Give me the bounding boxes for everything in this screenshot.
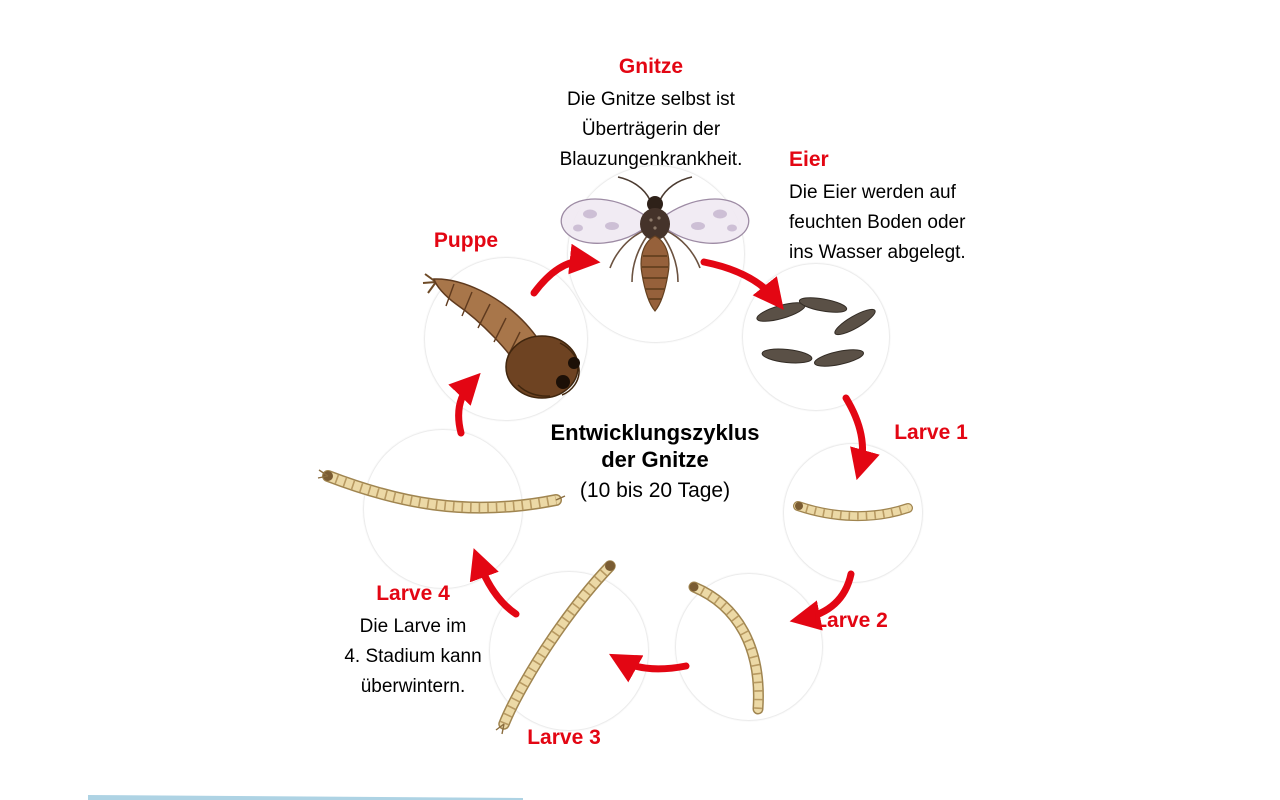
caption-line: ins Wasser abgelegt. (789, 242, 966, 263)
cycle-title: Entwicklungszyklus der Gnitze (10 bis 20… (505, 419, 805, 506)
pupa-icon (422, 273, 580, 399)
eggs-icon (756, 297, 876, 367)
eier-label: Eier (789, 148, 829, 171)
caption-line: feuchten Boden oder (789, 212, 966, 233)
caption-line: Die Larve im (359, 616, 467, 637)
larve2-label: Larve 2 (814, 609, 888, 632)
larva4-icon (317, 469, 566, 514)
cycle-title-line2: der Gnitze (601, 447, 709, 472)
puppe-label: Puppe (433, 229, 499, 252)
cycle-title-line1: Entwicklungszyklus (550, 420, 760, 445)
caption-line: Überträgerin der (581, 119, 721, 140)
larve1-label: Larve 1 (894, 421, 968, 444)
caption-line: Die Eier werden auf (789, 182, 956, 203)
larve3-label: Larve 3 (527, 726, 601, 749)
caption-line: Die Gnitze selbst ist (567, 89, 735, 110)
larve4-label: Larve 4 (376, 582, 450, 605)
bottom-edge-decoration (88, 795, 523, 800)
caption-line: 4. Stadium kann (344, 646, 482, 667)
larve4-caption: Larve 4 Die Larve im 4. Stadium kann übe… (303, 581, 523, 702)
larva2-icon (688, 581, 764, 715)
caption-line: Blauzungenkrankheit. (559, 149, 743, 170)
cycle-duration: (10 bis 20 Tage) (579, 479, 731, 502)
gnitze-label: Gnitze (618, 55, 684, 78)
gnitze-caption: Gnitze Die Gnitze selbst ist Überträgeri… (471, 54, 831, 175)
larva3-icon (495, 560, 616, 735)
eier-caption: Eier Die Eier werden auf feuchten Boden … (789, 147, 1029, 268)
caption-line: überwintern. (360, 676, 466, 697)
midge-icon (560, 176, 750, 312)
larva1-icon (793, 501, 913, 522)
